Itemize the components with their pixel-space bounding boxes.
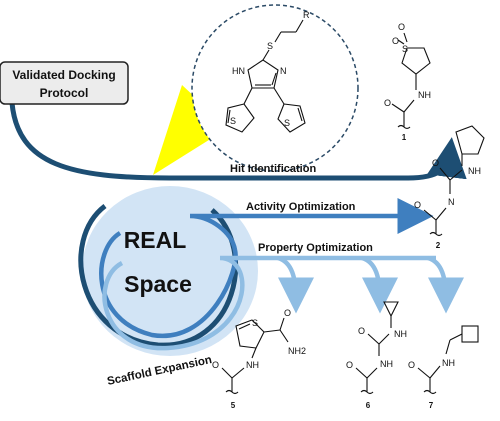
zoom-highlight — [153, 85, 228, 175]
c2-nh: NH — [468, 166, 481, 176]
scaffold-zoom-circle — [191, 4, 359, 172]
scaffold-s: S — [267, 41, 273, 51]
c5-o: O — [284, 308, 291, 318]
scaffold-s-right: S — [284, 118, 290, 128]
c7-number: 7 — [429, 401, 434, 410]
c5-nh: NH — [246, 360, 259, 370]
scaffold-expansion-label: Scaffold Expansion — [106, 354, 213, 388]
c7-nh: NH — [442, 358, 455, 368]
branch-arrow-5 — [277, 255, 314, 314]
property-optimization-track — [102, 255, 436, 351]
scaffold-nh: HN — [232, 66, 245, 76]
scaffold-r: R — [303, 10, 310, 20]
c5-nh2: NH2 — [288, 346, 306, 356]
c1-o: O — [384, 98, 391, 108]
c6-nh1: NH — [394, 329, 407, 339]
compound-1: S O O NH O 1 — [384, 22, 431, 142]
c2-o: O — [432, 158, 439, 168]
compound-5: S O NH2 NH O 5 — [212, 308, 306, 410]
c5-o2: O — [212, 360, 219, 370]
scaffold-molecule: R S HN N S S — [225, 10, 310, 133]
compound-7: NH O 7 — [408, 325, 479, 410]
c1-nh: NH — [418, 90, 431, 100]
activity-optimization-label: Activity Optimization — [246, 201, 356, 213]
c6-nh2: NH — [380, 359, 393, 369]
c1-number: 1 — [402, 133, 407, 142]
scaffold-n: N — [280, 66, 287, 76]
protocol-line-2: Protocol — [40, 86, 89, 100]
c5-s: S — [252, 318, 258, 328]
c2-number: 2 — [436, 241, 441, 250]
c1-s: S — [402, 44, 408, 54]
compound-2: NH O N O 2 — [414, 125, 485, 250]
real-space-sphere — [82, 186, 258, 356]
branch-arrow-7 — [427, 255, 464, 314]
c1-o2: O — [398, 22, 405, 32]
hit-identification-label: Hit Identification — [230, 163, 316, 175]
c6-o2: O — [346, 360, 353, 370]
branch-arrow-6 — [361, 255, 398, 314]
scaffold-s-left: S — [230, 116, 236, 126]
c2-o2: O — [414, 200, 421, 210]
c6-o1: O — [358, 326, 365, 336]
protocol-box — [0, 61, 129, 105]
c2-n1: N — [448, 197, 455, 207]
real-label: REAL — [124, 227, 187, 253]
c6-number: 6 — [366, 401, 371, 410]
property-optimization-label: Property Optimization — [258, 242, 373, 254]
compound-6: NH O NH O 6 — [346, 301, 407, 410]
c7-o: O — [408, 360, 415, 370]
c5-number: 5 — [231, 401, 236, 410]
c1-o1: O — [392, 36, 399, 46]
space-label: Space — [124, 271, 192, 297]
activity-optimization-track — [99, 198, 434, 339]
protocol-line-1: Validated Docking — [12, 68, 115, 82]
